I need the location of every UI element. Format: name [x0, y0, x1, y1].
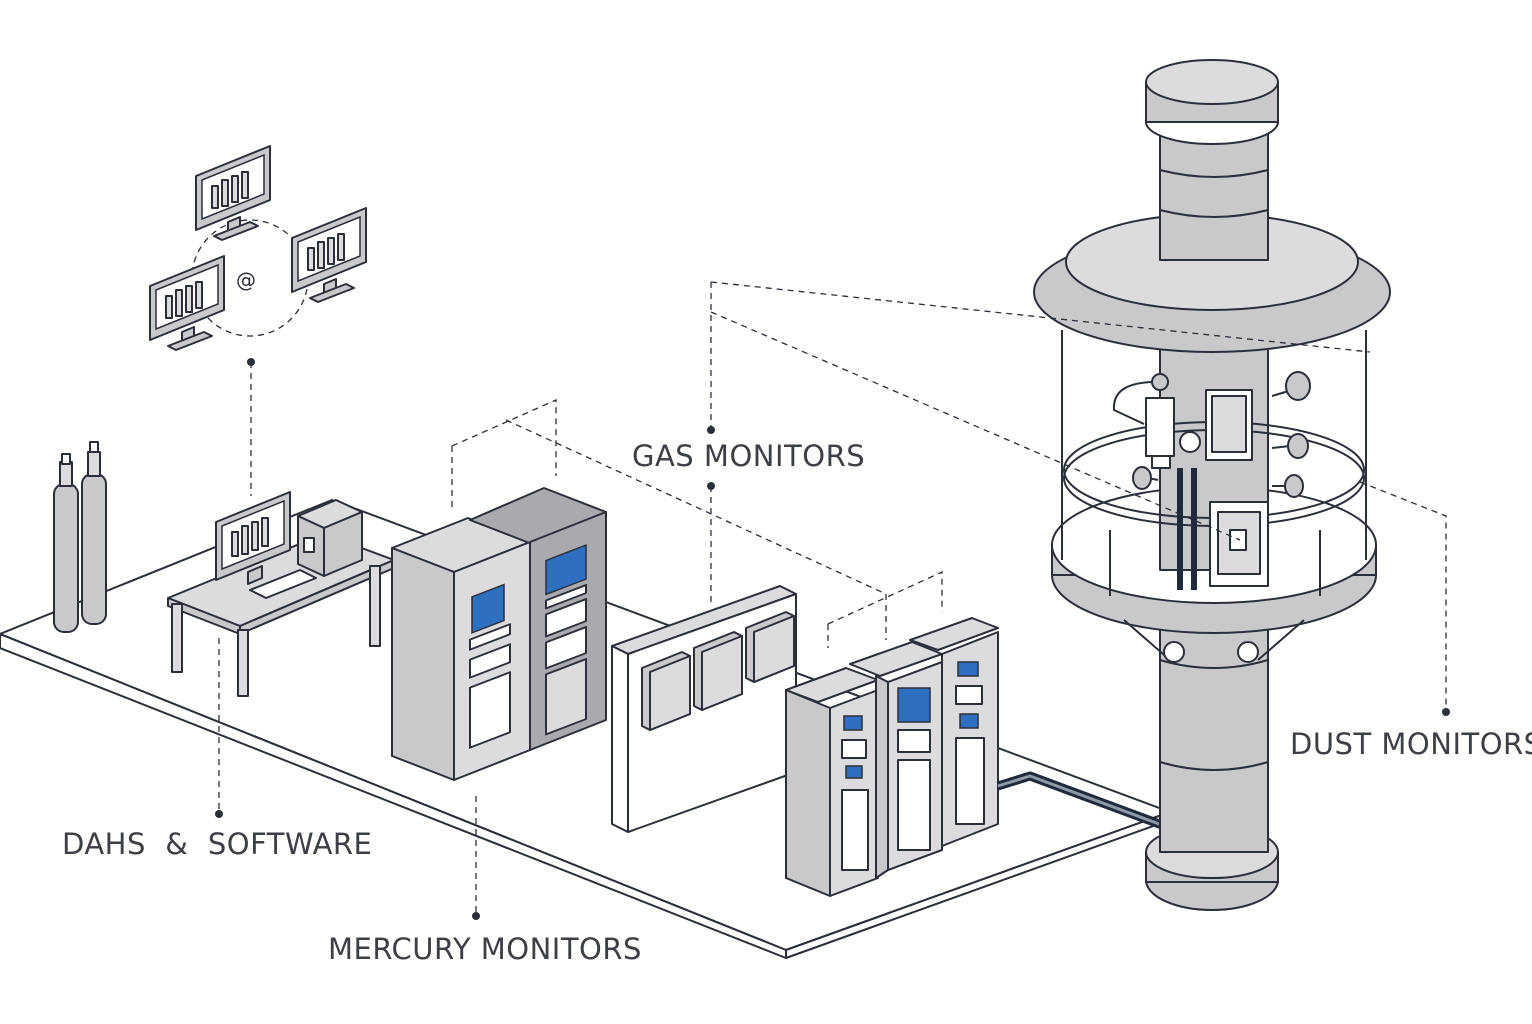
connector-dot: [707, 482, 715, 490]
connector-lines: [218, 281, 1447, 914]
computer-monitor-icon: [195, 145, 271, 241]
gas-analyzer-cabinets: [785, 617, 999, 897]
flange: [1179, 431, 1201, 453]
keyboard: [249, 569, 317, 599]
probe-icon: [1132, 466, 1159, 490]
vertical-cable: [1177, 468, 1197, 590]
probe-icon: [1271, 371, 1311, 401]
gas-wall-panel: [611, 585, 797, 833]
gas-monitors-label: GAS MONITORS: [632, 439, 865, 473]
analyzer-cabinet-icon: [469, 487, 607, 751]
analyzer-box: [693, 631, 743, 711]
connector-dot: [215, 810, 223, 818]
gas-cylinders: [53, 441, 107, 633]
analyzer-box: [745, 611, 795, 683]
mercury-monitor-cabinets: [391, 487, 607, 781]
dahs-software-label: DAHS & SOFTWARE: [62, 827, 372, 861]
mercury-monitors-label: MERCURY MONITORS: [328, 932, 642, 966]
probe-icon: [1271, 433, 1309, 459]
dust-monitors-label: DUST MONITORS: [1290, 727, 1532, 761]
connector-dot: [707, 426, 715, 434]
analyzer-cabinet-icon: [785, 667, 879, 897]
probe-icon: [1205, 389, 1253, 461]
probe-icon: [1209, 501, 1269, 587]
pc-box: [297, 499, 363, 577]
gas-cylinder-icon: [81, 441, 107, 625]
gas-cylinder-icon: [53, 453, 79, 633]
network-monitors: @: [149, 145, 367, 351]
connector-dot: [472, 912, 480, 920]
analyzer-box: [641, 651, 691, 731]
analyzer-cabinet-icon: [909, 617, 999, 847]
computer-monitor-icon: [291, 207, 367, 303]
connector-dot: [1442, 708, 1450, 716]
smokestack-icon: [1033, 59, 1391, 911]
computer-monitor-icon: [215, 491, 291, 585]
analyzer-cabinet-icon: [849, 641, 943, 879]
network-symbol: @: [236, 268, 256, 292]
connector-dot: [247, 358, 255, 366]
probe-icon: [1272, 474, 1304, 498]
probe-icon: [1112, 373, 1175, 469]
analyzer-cabinet-icon: [391, 517, 531, 781]
desk-workstation: [167, 491, 395, 697]
computer-monitor-icon: [149, 255, 225, 351]
